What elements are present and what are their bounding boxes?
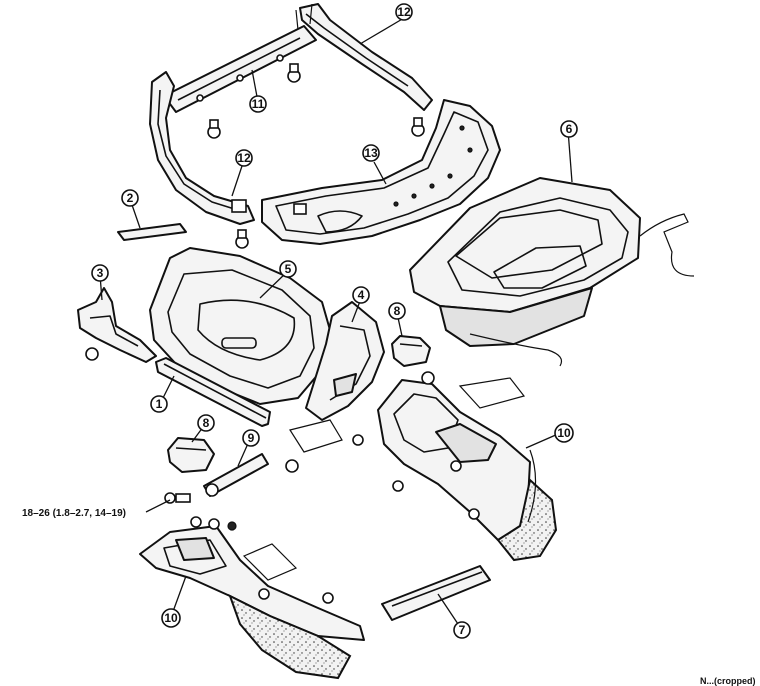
part-4-side-panel	[289, 301, 385, 453]
callout-1: 1	[150, 395, 168, 413]
callout-8-lower: 8	[197, 414, 215, 432]
svg-text:9: 9	[248, 431, 255, 445]
torque-spec-label: 18–26 (1.8–2.7, 14–19)	[22, 508, 126, 519]
svg-text:11: 11	[252, 97, 265, 111]
callout-7: 7	[453, 621, 471, 639]
svg-text:12: 12	[397, 5, 411, 19]
part-6-rear-tray	[409, 177, 695, 367]
svg-text:13: 13	[364, 146, 378, 160]
svg-text:3: 3	[97, 266, 104, 280]
upper-fasteners	[207, 63, 425, 249]
part-3-bracket	[77, 287, 157, 363]
part-10-right-quarter-trim	[377, 377, 558, 562]
callout-6: 6	[560, 120, 578, 138]
callout-10-lower: 10	[161, 608, 181, 628]
part-13-rear-package-panel	[261, 99, 501, 245]
part-8-upper-cap	[391, 335, 431, 367]
svg-text:6: 6	[566, 122, 573, 136]
svg-text:5: 5	[285, 262, 292, 276]
callout-13: 13	[362, 144, 380, 162]
svg-text:8: 8	[394, 304, 401, 318]
part-11-bracket	[163, 25, 317, 113]
callout-8-upper: 8	[388, 302, 406, 320]
svg-text:8: 8	[203, 416, 210, 430]
part-2-trim-strip	[117, 223, 187, 241]
svg-text:10: 10	[557, 426, 571, 440]
part-9-bar	[203, 453, 299, 497]
part-1-sill-strip	[155, 357, 271, 427]
callout-5: 5	[279, 260, 297, 278]
callout-3: 3	[91, 264, 109, 282]
svg-text:7: 7	[459, 623, 466, 637]
svg-text:1: 1	[156, 397, 163, 411]
callout-9: 9	[242, 429, 260, 447]
part-7-rail	[381, 565, 491, 621]
svg-text:4: 4	[358, 288, 365, 302]
callout-12-left: 12	[235, 149, 253, 167]
callout-4: 4	[352, 286, 370, 304]
callout-10-right: 10	[554, 423, 574, 443]
callout-12-upper: 12	[395, 3, 413, 21]
svg-text:2: 2	[127, 191, 134, 205]
part-12-upper-trim-rail	[295, 3, 433, 111]
lower-fasteners	[164, 371, 480, 604]
part-5-side-trim-panel	[149, 247, 331, 405]
svg-text:10: 10	[164, 611, 178, 625]
part-8-lower-cap	[167, 437, 215, 473]
callout-2: 2	[121, 189, 139, 207]
svg-text:12: 12	[237, 151, 251, 165]
callout-11: 11	[249, 95, 267, 113]
part-12-left-trim-rail	[149, 71, 255, 225]
part-10-left-quarter-trim	[139, 525, 365, 680]
figure-code: N...(cropped)	[700, 676, 756, 686]
